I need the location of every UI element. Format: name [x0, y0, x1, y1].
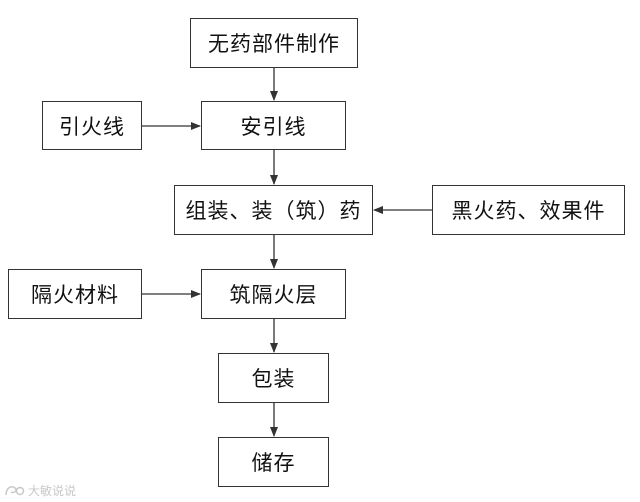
node-build-insulation: 筑隔火层 [201, 269, 346, 319]
node-package: 包装 [218, 353, 329, 403]
node-no-powder-parts: 无药部件制作 [190, 18, 358, 68]
logo-icon [5, 485, 25, 495]
node-storage: 储存 [218, 437, 329, 487]
node-insulation-material: 隔火材料 [8, 269, 142, 319]
node-powder-effects: 黑火药、效果件 [432, 185, 625, 235]
node-fuse-source: 引火线 [42, 101, 142, 150]
watermark-text: 大敏说说 [28, 484, 77, 498]
watermark: 大敏说说 [4, 482, 76, 499]
node-install-fuse: 安引线 [201, 101, 346, 150]
node-assemble: 组装、装（筑）药 [174, 185, 373, 235]
